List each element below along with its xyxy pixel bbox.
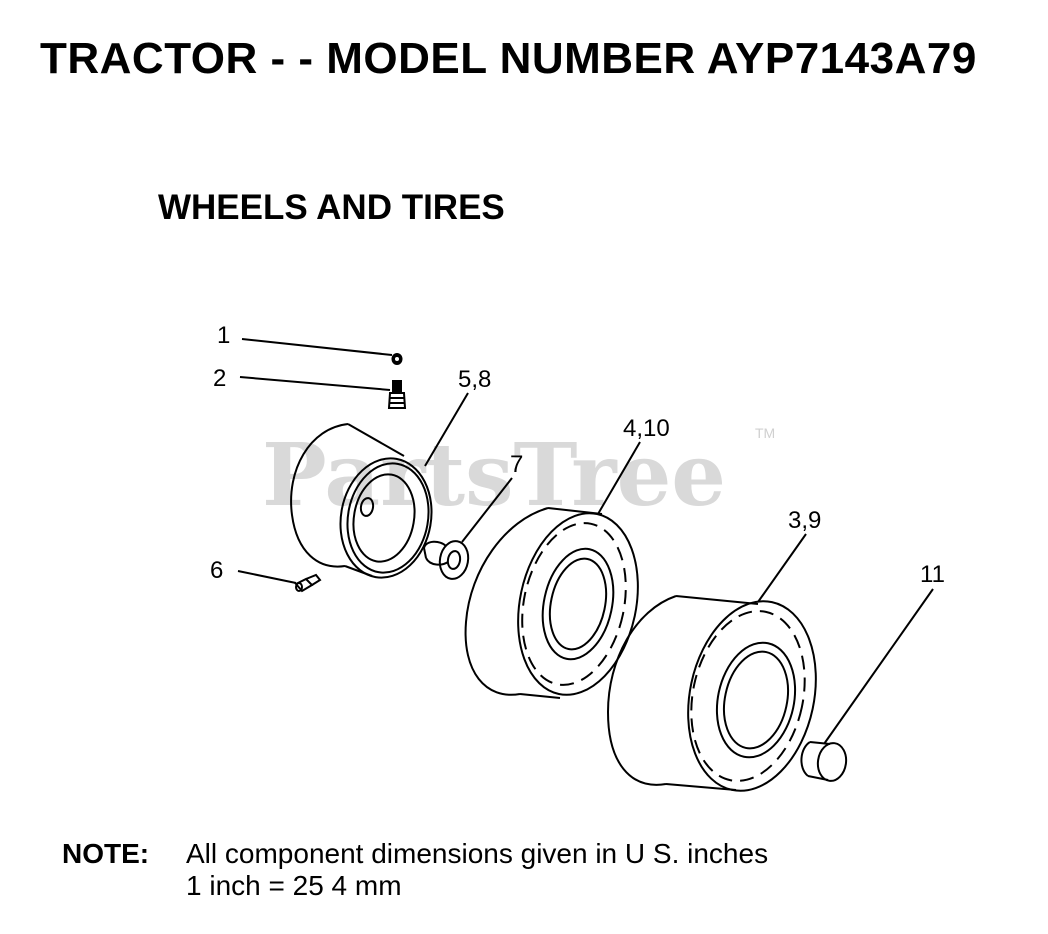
leader-39 <box>757 533 807 603</box>
watermark-text: PartsTree <box>262 425 726 526</box>
leader-lines <box>237 338 934 745</box>
leader-58 <box>424 392 469 467</box>
part-fitting[interactable] <box>294 573 322 593</box>
page-title: TRACTOR - - MODEL NUMBER AYP7143A79 <box>40 34 977 83</box>
part-valve-cap[interactable] <box>391 353 403 365</box>
part-front-tire[interactable] <box>464 502 654 706</box>
callout-5-8: 5,8 <box>458 366 491 393</box>
part-bushing[interactable] <box>423 539 471 581</box>
callout-4-10: 4,10 <box>623 415 670 442</box>
callout-6: 6 <box>210 557 223 584</box>
leader-11 <box>823 588 934 745</box>
part-valve-stem[interactable] <box>387 380 407 409</box>
callout-2: 2 <box>213 365 226 392</box>
part-hub-cap[interactable] <box>800 741 848 783</box>
callout-11: 11 <box>920 561 945 588</box>
part-wheel-rim[interactable] <box>290 423 441 585</box>
callout-3-9: 3,9 <box>788 507 821 534</box>
watermark-tm: TM <box>755 425 775 441</box>
note-label: NOTE: <box>62 838 150 869</box>
callout-7: 7 <box>510 451 523 478</box>
note-line-2: 1 inch = 25 4 mm <box>186 870 402 901</box>
callout-1: 1 <box>217 322 230 349</box>
leader-6 <box>237 570 297 584</box>
leader-7 <box>461 477 513 543</box>
section-title: WHEELS AND TIRES <box>158 188 505 227</box>
part-rear-tire[interactable] <box>606 589 833 803</box>
leader-2 <box>239 376 391 391</box>
leader-1 <box>241 338 393 356</box>
leader-410 <box>597 441 641 515</box>
note-line-1: All component dimensions given in U S. i… <box>186 838 769 869</box>
